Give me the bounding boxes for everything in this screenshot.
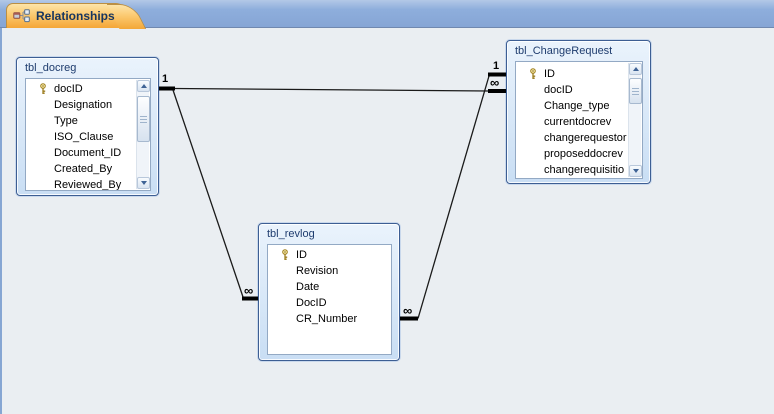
field-list-tbl-docreg: docID Designation Type ISO_Clause Docume… (25, 78, 151, 191)
document-tab-strip: Relationships (0, 0, 774, 28)
scroll-down-button[interactable] (629, 165, 642, 177)
scrollbar-tbl-changerequest[interactable] (628, 63, 642, 177)
table-box-tbl-changerequest[interactable]: tbl_ChangeRequest ID docID Change_type c… (506, 40, 651, 184)
field-name: ID (544, 68, 555, 80)
scrollbar-thumb[interactable] (629, 78, 642, 104)
table-header-tbl-docreg[interactable]: tbl_docreg (17, 58, 158, 78)
tab-relationships-label: Relationships (36, 9, 115, 23)
field-name: Date (296, 281, 320, 293)
cardinality-one-docreg: 1 (162, 73, 169, 85)
field-row[interactable]: docID (26, 81, 150, 97)
table-title: tbl_ChangeRequest (515, 45, 613, 57)
field-name: Created_By (54, 163, 113, 175)
cardinality-many-revlog-right: ∞ (403, 303, 413, 318)
triangle-down-icon (140, 181, 147, 185)
triangle-up-icon (632, 67, 639, 71)
table-box-tbl-revlog[interactable]: tbl_revlog ID Revision Date DocID CR_Num… (258, 223, 400, 361)
triangle-up-icon (140, 84, 147, 88)
cardinality-many-revlog-left: ∞ (244, 283, 254, 298)
field-name: Document_ID (54, 147, 122, 159)
field-list-tbl-revlog: ID Revision Date DocID CR_Number (267, 244, 392, 355)
field-row[interactable]: docID (516, 82, 642, 98)
field-row[interactable]: Reviewed_By (26, 177, 150, 191)
table-title: tbl_docreg (25, 62, 77, 74)
scroll-up-button[interactable] (629, 63, 642, 75)
cardinality-many-changerequest: ∞ (490, 75, 500, 90)
tab-relationships[interactable]: Relationships (6, 3, 126, 28)
cardinality-one-changerequest: 1 (493, 60, 500, 72)
field-name: currentdocrev (544, 116, 612, 128)
field-row[interactable]: Type (26, 113, 150, 129)
triangle-down-icon (632, 169, 639, 173)
primary-key-icon (282, 249, 288, 260)
relationship-line-changerequest-revlog[interactable] (417, 75, 490, 319)
field-name: CR_Number (296, 313, 358, 325)
field-name: DocID (296, 297, 327, 309)
scroll-down-button[interactable] (137, 177, 150, 189)
field-name: docID (54, 83, 83, 95)
field-row[interactable]: Change_type (516, 98, 642, 114)
field-list-tbl-changerequest: ID docID Change_type currentdocrev chang… (515, 61, 643, 179)
field-name: Change_type (544, 100, 610, 112)
relationships-diagram-icon (13, 9, 30, 23)
field-row[interactable]: Revision (268, 263, 391, 279)
field-row[interactable]: CR_Number (268, 311, 391, 327)
field-row[interactable]: Created_By (26, 161, 150, 177)
field-name: Designation (54, 99, 113, 111)
field-name: Type (54, 115, 78, 127)
table-header-tbl-revlog[interactable]: tbl_revlog (259, 224, 399, 244)
relationship-line-docreg-changerequest[interactable] (174, 87, 489, 92)
table-title: tbl_revlog (267, 228, 315, 240)
relationship-line-docreg-revlog[interactable] (172, 89, 244, 298)
primary-key-icon (530, 68, 536, 79)
field-name: changerequestor (544, 132, 627, 144)
table-box-tbl-docreg[interactable]: tbl_docreg docID Designation Type ISO_Cl… (16, 57, 159, 196)
scrollbar-tbl-docreg[interactable] (136, 80, 150, 189)
field-name: docID (544, 84, 573, 96)
field-row[interactable]: DocID (268, 295, 391, 311)
scroll-up-button[interactable] (137, 80, 150, 92)
field-name: proposeddocrev (544, 148, 623, 160)
field-row[interactable]: proposeddocrev (516, 146, 642, 162)
field-row[interactable]: currentdocrev (516, 114, 642, 130)
primary-key-icon (40, 83, 46, 94)
scrollbar-thumb[interactable] (137, 96, 150, 142)
field-row[interactable]: ID (516, 66, 642, 82)
field-row[interactable]: Designation (26, 97, 150, 113)
field-row[interactable]: Date (268, 279, 391, 295)
field-name: ID (296, 249, 307, 261)
field-name: Revision (296, 265, 339, 277)
field-row[interactable]: ISO_Clause (26, 129, 150, 145)
field-name: ISO_Clause (54, 131, 114, 143)
table-header-tbl-changerequest[interactable]: tbl_ChangeRequest (507, 41, 650, 61)
field-name: Reviewed_By (54, 179, 122, 191)
field-row[interactable]: Document_ID (26, 145, 150, 161)
field-row[interactable]: changerequisitio (516, 162, 642, 178)
field-row[interactable]: ID (268, 247, 391, 263)
field-name: changerequisitio (544, 164, 625, 176)
field-row[interactable]: changerequestor (516, 130, 642, 146)
